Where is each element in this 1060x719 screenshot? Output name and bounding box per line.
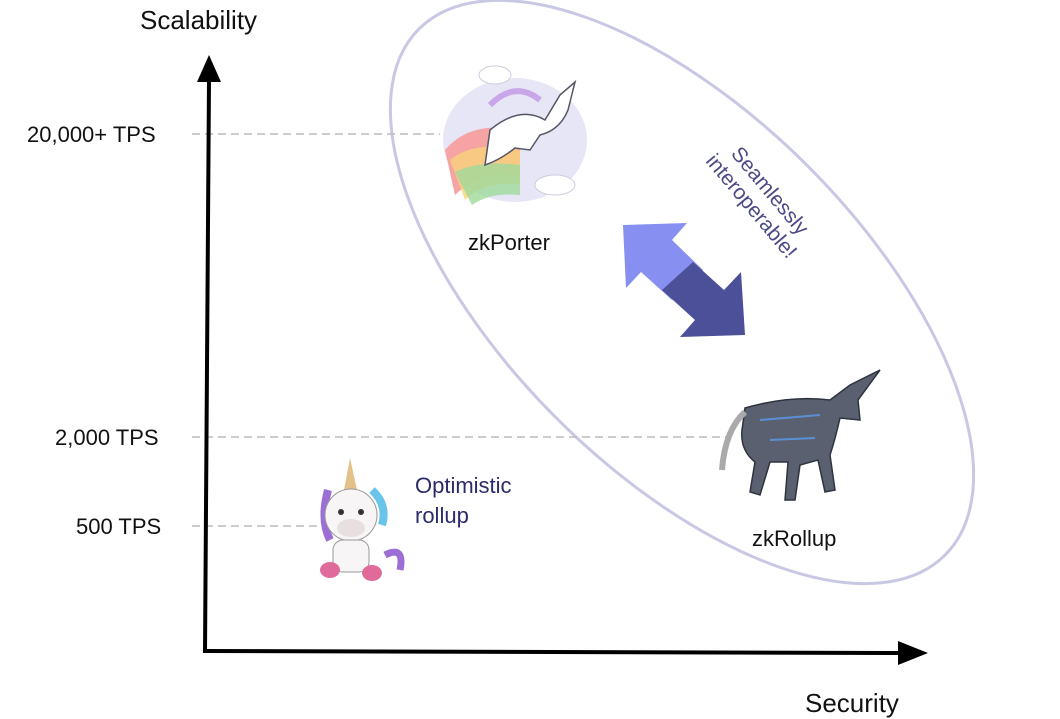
tick-20000-tps: 20,000+ TPS	[27, 122, 156, 147]
zkporter-label: zkPorter	[468, 230, 550, 255]
tick-2000-tps: 2,000 TPS	[55, 425, 159, 450]
y-axis-label: Scalability	[140, 5, 258, 35]
y-axis	[203, 79, 211, 653]
x-axis-arrowhead	[898, 641, 928, 665]
optimistic-label-line1: Optimistic	[415, 473, 512, 498]
arrow-down-right	[662, 262, 745, 337]
zkrollup-label: zkRollup	[752, 526, 837, 551]
optimistic-unicorn-icon	[320, 458, 405, 581]
zk-ellipse	[388, 0, 976, 586]
y-axis-arrowhead	[197, 55, 221, 82]
x-axis	[202, 649, 901, 655]
optimistic-label-line2: rollup	[415, 503, 469, 528]
tick-500-tps: 500 TPS	[76, 514, 162, 539]
x-axis-label: Security	[805, 688, 899, 718]
zkporter-unicorn-icon	[443, 65, 587, 205]
zkrollup-unicorn-icon	[719, 369, 881, 501]
